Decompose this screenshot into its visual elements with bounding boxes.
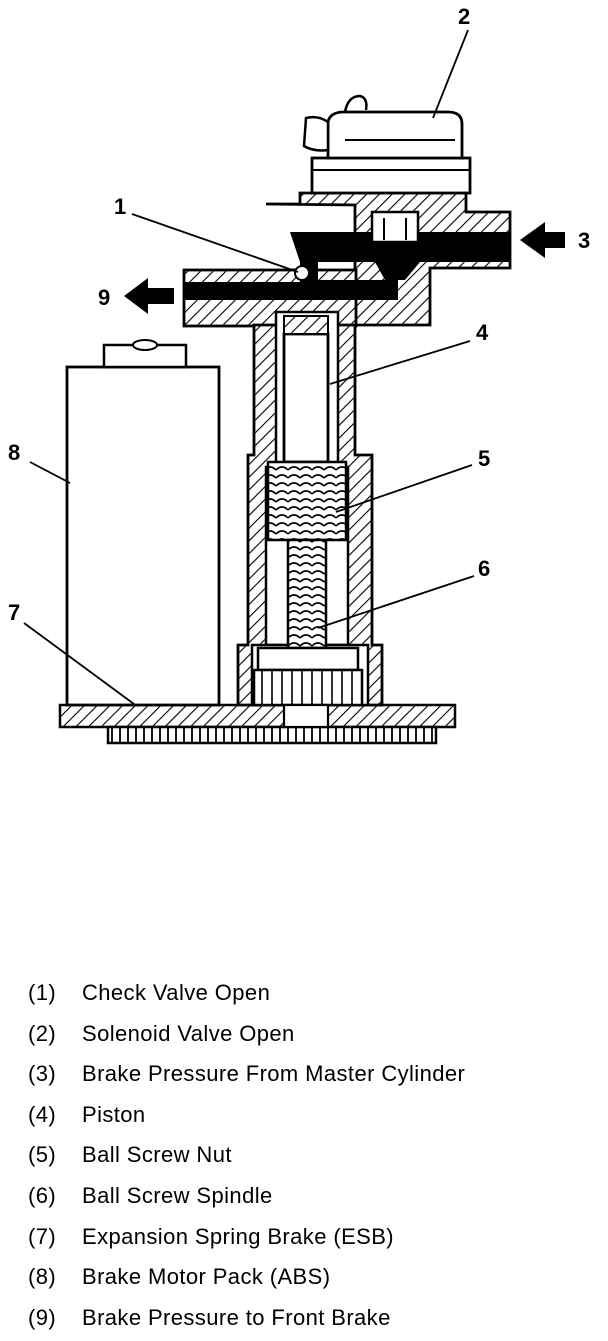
legend-label: Check Valve Open: [82, 980, 271, 1005]
callout-3: 3: [578, 228, 590, 253]
legend-number: (1): [28, 980, 57, 1005]
legend-number: (7): [28, 1223, 57, 1249]
callout-7: 7: [8, 600, 20, 625]
legend-number: (6): [28, 1182, 57, 1208]
legend-item: (1) Check Valve Open: [28, 976, 465, 1017]
legend-item: (5) Ball Screw Nut: [28, 1138, 465, 1179]
expansion-spring-brake-gear: [106, 725, 438, 745]
legend-number: (9): [28, 1304, 57, 1330]
outlet-arrow: [124, 278, 174, 314]
legend: (1) Check Valve Open (2) Solenoid Valve Op…: [28, 976, 465, 1341]
modulator-body: [182, 191, 512, 729]
legend-number: (4): [28, 1101, 57, 1127]
legend-item: (4) Piston: [28, 1098, 465, 1139]
legend-label: Ball Screw Nut: [82, 1142, 232, 1168]
legend-number: (5): [28, 1142, 57, 1168]
callout-2: 2: [458, 4, 470, 29]
callout-8: 8: [8, 440, 20, 465]
inlet-arrow: [520, 222, 565, 258]
legend-item: (3) Brake Pressure From Master Cylinder: [28, 1057, 465, 1098]
legend-item: (6) Ball Screw Spindle: [28, 1179, 465, 1220]
callout-4: 4: [476, 320, 489, 345]
base-plate: [58, 703, 457, 729]
legend-item: (9) Brake Pressure to Front Brake: [28, 1301, 465, 1341]
legend-item: (2) Solenoid Valve Open: [28, 1017, 465, 1058]
legend-item: (8) Brake Motor Pack (ABS): [28, 1260, 465, 1301]
legend-label: Brake Pressure to Front Brake: [82, 1304, 391, 1330]
brake-motor-pack: [65, 339, 221, 707]
legend-label: Piston: [82, 1101, 146, 1127]
legend-label: Solenoid Valve Open: [82, 1020, 295, 1046]
leader-lines: [23, 29, 475, 705]
legend-number: (3): [28, 1061, 57, 1087]
solenoid-valve: [302, 94, 472, 195]
legend-number: (8): [28, 1264, 57, 1290]
callout-5: 5: [478, 446, 490, 471]
legend-label: Expansion Spring Brake (ESB): [82, 1223, 395, 1249]
legend-label: Brake Pressure From Master Cylinder: [82, 1061, 466, 1087]
legend-item: (7) Expansion Spring Brake (ESB): [28, 1220, 465, 1261]
legend-label: Brake Motor Pack (ABS): [82, 1264, 331, 1290]
callout-1: 1: [114, 194, 126, 219]
brake-modulator-diagram: 1 2 3 4 5 6 7 8 9: [8, 4, 590, 745]
legend-number: (2): [28, 1020, 57, 1046]
callout-6: 6: [478, 556, 490, 581]
callout-9: 9: [98, 285, 110, 310]
legend-label: Ball Screw Spindle: [82, 1182, 273, 1208]
